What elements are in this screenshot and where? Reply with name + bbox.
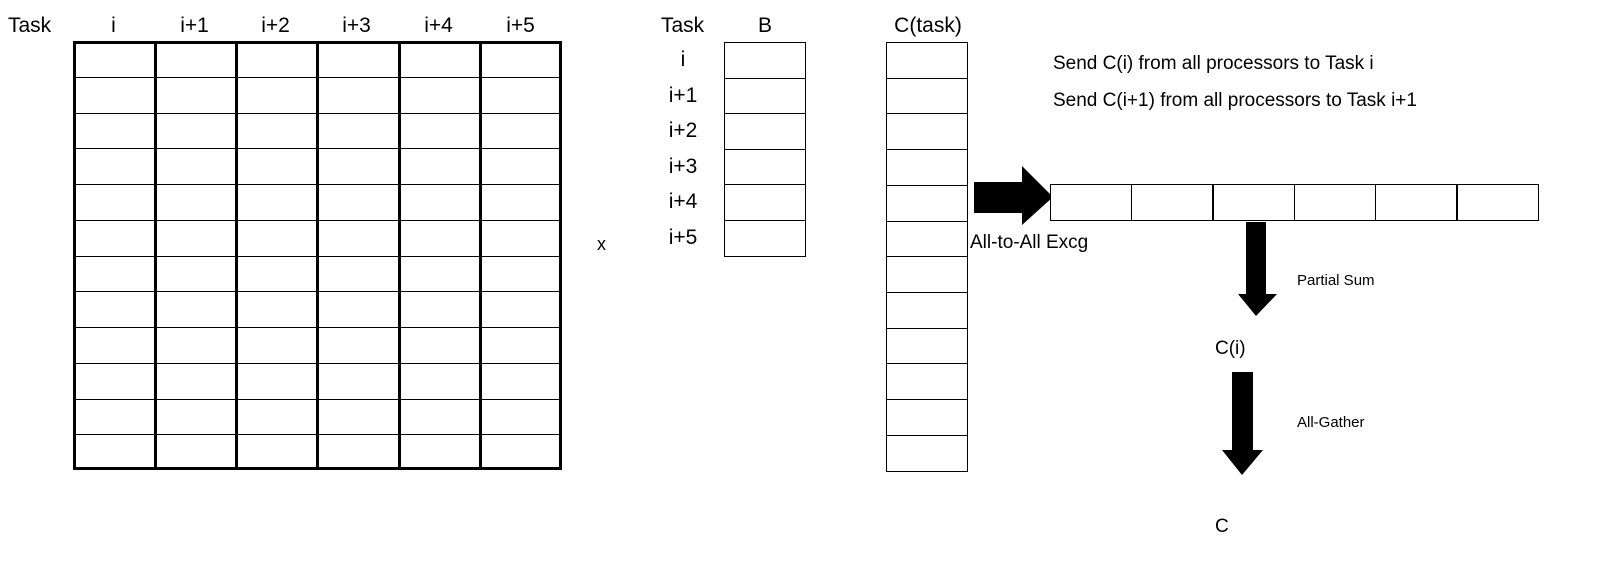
matrix-row-line [73, 220, 562, 221]
vector-c-cell [886, 42, 968, 79]
matrix-column-header: i+2 [261, 14, 290, 37]
down-arrow-icon [1238, 222, 1277, 316]
vector-b-cell [724, 113, 806, 150]
matrix-row-line [73, 113, 562, 114]
vector-c-cell [886, 363, 968, 400]
exchange-cell [1294, 184, 1376, 221]
vector-b-row-label: i+5 [668, 226, 698, 249]
exchange-cell [1213, 184, 1295, 221]
matrix-column-header: i [111, 14, 116, 37]
vector-c-cell [886, 78, 968, 115]
matrix-row-line [73, 148, 562, 149]
vector-c-cell [886, 113, 968, 150]
matrix-task-header: Task [8, 14, 52, 37]
vector-task-header: Task [661, 14, 705, 37]
exchange-label: All-to-All Excg [970, 232, 1089, 253]
matrix-column-line [398, 41, 401, 470]
matrix-column-line [316, 41, 319, 470]
matrix-column-line [559, 41, 562, 470]
matrix-cells [73, 41, 562, 470]
all-gather-label: All-Gather [1297, 414, 1365, 431]
matrix-grid [73, 41, 562, 470]
vector-b-cell [724, 184, 806, 221]
vector-b-row-label: i [680, 48, 686, 71]
vector-b-cell [724, 78, 806, 115]
all-gather-result: C [1215, 516, 1229, 537]
matrix-row-line [73, 41, 562, 44]
vector-c-header: C(task) [894, 14, 962, 37]
matrix-column-line [235, 41, 238, 470]
matrix-row-line [73, 256, 562, 257]
vector-c-cell [886, 149, 968, 186]
vector-c-cell [886, 185, 968, 222]
vector-b-row-label: i+1 [668, 84, 698, 107]
partial-sum-label: Partial Sum [1297, 272, 1375, 289]
matrix-row-line [73, 77, 562, 78]
matrix-row-line [73, 434, 562, 435]
vector-c-cell [886, 221, 968, 258]
exchange-cell [1131, 184, 1213, 221]
vector-c-cell [886, 328, 968, 365]
multiply-symbol: x [597, 234, 606, 254]
matrix-column-line [73, 41, 76, 470]
matrix-column-header: i+1 [180, 14, 209, 37]
vector-c-cell [886, 435, 968, 472]
down-arrow-icon [1222, 372, 1263, 475]
exchange-cell [1457, 184, 1539, 221]
vector-c-cell [886, 256, 968, 293]
vector-c-cell [886, 399, 968, 436]
matrix-row-line [73, 184, 562, 185]
vector-b-cell [724, 149, 806, 186]
vector-b-row-label: i+3 [668, 155, 698, 178]
matrix-row-line [73, 399, 562, 400]
matrix-row-line [73, 363, 562, 364]
vector-b-cell [724, 220, 806, 257]
matrix-row-line [73, 467, 562, 470]
vector-b-row-label: i+4 [668, 190, 698, 213]
right-arrow-icon [974, 166, 1053, 225]
vector-c-cell [886, 292, 968, 329]
matrix-column-line [154, 41, 157, 470]
exchange-cell [1050, 184, 1132, 221]
matrix-column-line [479, 41, 482, 470]
note-send-ci: Send C(i) from all processors to Task i [1053, 53, 1374, 74]
matrix-row-line [73, 327, 562, 328]
partial-sum-result: C(i) [1215, 338, 1246, 359]
vector-b-row-label: i+2 [668, 119, 698, 142]
vector-b-header: B [757, 14, 772, 37]
matrix-column-header: i+5 [506, 14, 535, 37]
vector-b-cell [724, 42, 806, 79]
note-send-ci1: Send C(i+1) from all processors to Task … [1053, 90, 1417, 111]
matrix-column-header: i+4 [424, 14, 453, 37]
exchange-cell [1375, 184, 1457, 221]
matrix-column-header: i+3 [342, 14, 371, 37]
matrix-row-line [73, 291, 562, 292]
